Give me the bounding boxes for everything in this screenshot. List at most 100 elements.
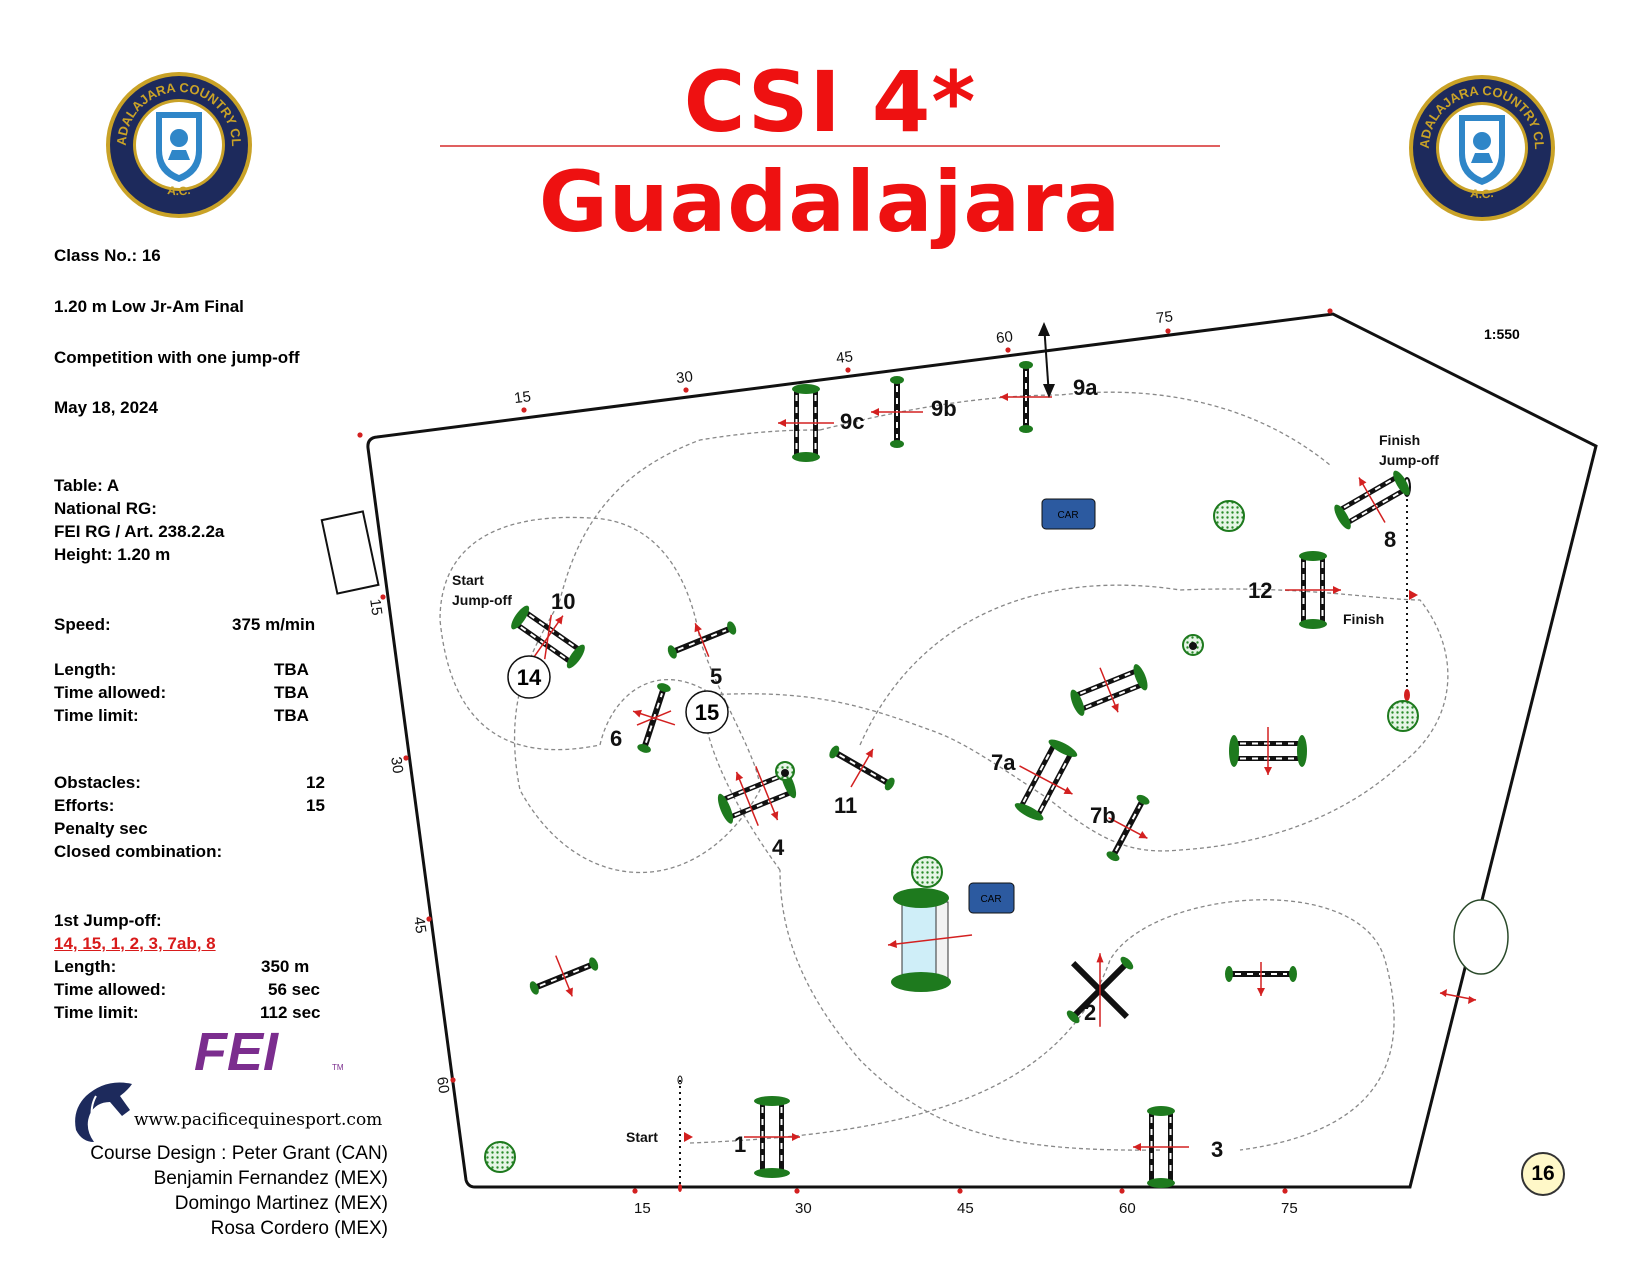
obstacle-6 [632, 683, 676, 753]
outer-box [320, 510, 380, 595]
club-logo-icon: GUADALAJARA COUNTRY CLUB A.C. [104, 70, 252, 218]
length-label: Length: [54, 660, 117, 679]
tree-icon [484, 1141, 516, 1173]
tick-dot [1005, 347, 1011, 353]
obstacle-7a [1014, 739, 1078, 821]
obstacle-5 [667, 621, 737, 659]
table-type: Table: A [54, 476, 120, 495]
jumpoff-time-limit-row: Time limit: 112 sec [54, 1003, 324, 1023]
jump-label: 9a [1073, 375, 1098, 400]
tick-dot [426, 916, 432, 922]
course-track [513, 429, 821, 874]
jump-label: 8 [1384, 527, 1396, 552]
speed-label: Speed: [54, 615, 111, 634]
obstacle-12 [1285, 551, 1341, 629]
jump-label: 5 [710, 664, 722, 689]
obstacle-11 [829, 745, 895, 791]
jumpoff-heading: 1st Jump-off: [54, 911, 162, 930]
jump-label: 7a [991, 750, 1016, 775]
time-allowed-value: TBA [274, 683, 309, 702]
finish-jumpoff-label: Finish [1379, 432, 1420, 448]
national-rg: National RG: [54, 499, 157, 518]
jump-label: 9b [931, 396, 957, 421]
tick-dot [845, 367, 851, 373]
course-track [779, 869, 1161, 1151]
time-allowed-label: Time allowed: [54, 683, 167, 702]
credit-line: Course Design : Peter Grant (CAN) [90, 1143, 388, 1164]
top-tick-label: 75 [1155, 308, 1174, 327]
class-name: 1.20 m Low Jr-Am Final [54, 297, 244, 316]
fei-rg: FEI RG / Art. 238.2.2a [54, 522, 225, 541]
time-limit-label: Time limit: [54, 706, 139, 725]
tick-dot [380, 594, 386, 600]
obstacle-9c [778, 384, 834, 462]
jumpoff-time-allowed-row: Time allowed: 56 sec [54, 980, 324, 1000]
jump-label: 12 [1248, 578, 1272, 603]
obstacle-spare [1225, 962, 1297, 996]
obstacle-7b [1106, 794, 1150, 862]
competition-type: Competition with one jump-off [54, 348, 300, 367]
double-arrow-icon [1038, 322, 1055, 398]
club-logo-icon: GUADALAJARA COUNTRY CLUB A.C. [1407, 73, 1555, 221]
left-tick-label: 30 [387, 756, 406, 775]
svg-text:15: 15 [695, 700, 719, 725]
obstacle-spare [1070, 664, 1148, 716]
tick-dot [403, 755, 409, 761]
course-track [819, 391, 1331, 466]
credit-line: Domingo Martinez (MEX) [174, 1193, 388, 1214]
start-marker [678, 1184, 682, 1192]
page-title: CSI 4* Guadalajara [538, 53, 1122, 251]
water-feature [887, 856, 973, 992]
closed-combination: Closed combination: [54, 842, 223, 861]
circled-label-15: 15 [685, 690, 729, 734]
map-scale: 1:550 [1484, 326, 1520, 342]
penalty-sec: Penalty sec [54, 819, 148, 838]
start-jumpoff-label: Start [452, 572, 484, 588]
jumpoff-length-row: Length: 350 m [54, 957, 324, 977]
class-number: Class No.: 16 [54, 246, 161, 265]
obstacles-label: Obstacles: [54, 773, 141, 792]
jumpoff-time-limit-label: Time limit: [54, 1003, 139, 1022]
fei-logo-text: FEI [194, 1022, 279, 1080]
efforts-row: Efforts: 15 [54, 796, 325, 816]
tick-dot [1119, 1188, 1125, 1194]
obstacles-value: 12 [306, 773, 325, 792]
double-arrow-icon [1439, 989, 1477, 1004]
length-value: TBA [274, 660, 309, 679]
credit-line: Rosa Cordero (MEX) [210, 1218, 388, 1239]
top-tick-label: 15 [513, 388, 532, 407]
arena-boundary [366, 312, 1598, 1189]
left-tick-label: 60 [433, 1076, 452, 1095]
left-tick-label: 15 [366, 598, 385, 617]
tick-dot [957, 1188, 963, 1194]
course-track [689, 899, 1395, 1151]
jumpoff-length-value: 350 m [261, 957, 310, 976]
obstacle-10 [511, 605, 585, 669]
jumpoff-time-allowed-value: 56 sec [268, 980, 320, 999]
start-label: Start [626, 1129, 658, 1145]
speed-row: Speed: 375 m/min [54, 615, 324, 635]
tick-dot [1327, 308, 1333, 314]
car-box: CAR [1041, 498, 1096, 530]
jump-label: 10 [551, 589, 575, 614]
fei-logo-icon: FEI TM [194, 1022, 344, 1080]
svg-text:14: 14 [517, 665, 542, 690]
course-design-credits: Course Design : Peter Grant (CAN) Benjam… [90, 1141, 388, 1241]
oval-feature [1453, 899, 1509, 975]
start-marker [677, 1075, 683, 1085]
length-row: Length: TBA [54, 660, 324, 680]
marker-dot [781, 769, 789, 777]
jump-label: 11 [834, 793, 857, 818]
tick-dot [521, 407, 527, 413]
obstacle-spare [1229, 727, 1307, 775]
logo-text-bottom: A.C. [1470, 186, 1495, 201]
left-tick-label: 45 [410, 916, 429, 935]
website[interactable]: www.pacificequinesport.com [134, 1110, 383, 1130]
obstacle-3 [1133, 1106, 1189, 1188]
jump-label: 3 [1211, 1137, 1223, 1162]
bottom-tick-label: 60 [1119, 1200, 1136, 1217]
jump-label: 4 [772, 835, 785, 860]
fei-tm: TM [332, 1063, 344, 1072]
car-box: CAR [968, 882, 1015, 914]
